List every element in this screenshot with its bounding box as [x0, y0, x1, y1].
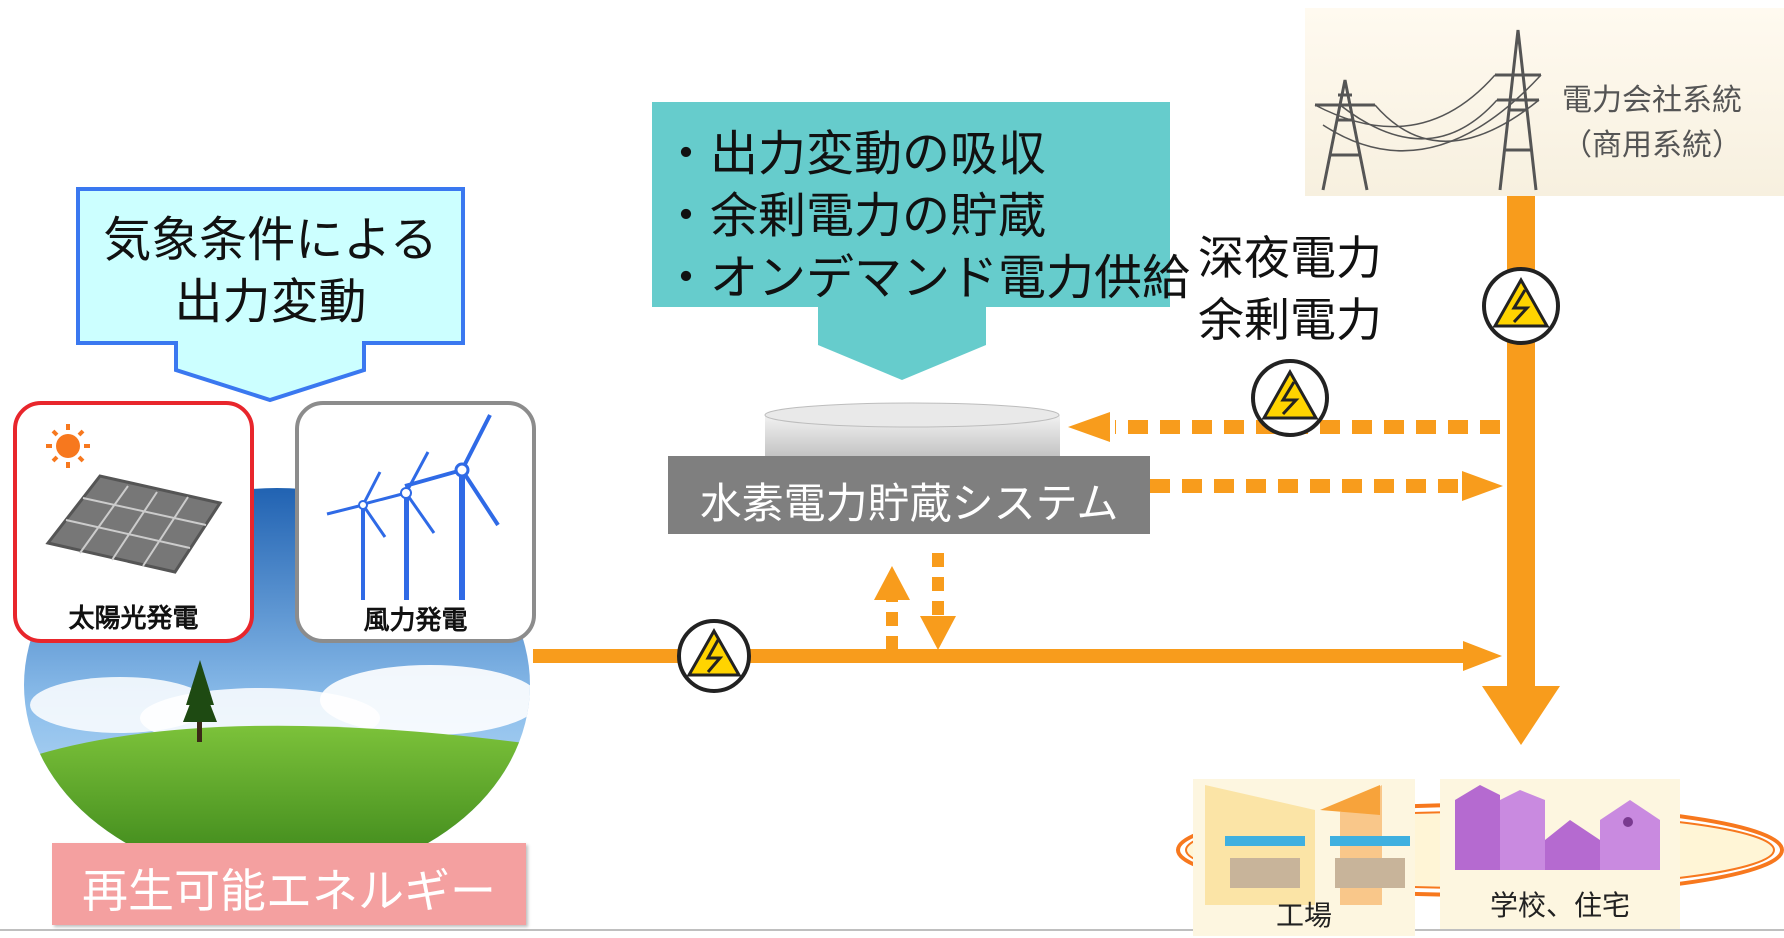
- electricity-warning-icon-night: [1251, 359, 1329, 437]
- feature-absorb: ・出力変動の吸収: [662, 126, 1047, 182]
- electricity-warning-icon: [677, 619, 751, 693]
- night-power-line1: 深夜電力: [1198, 231, 1382, 285]
- grid-background: [1305, 8, 1784, 196]
- weather-text-line2: 出力変動: [174, 274, 367, 330]
- wind-label: 風力発電: [363, 606, 468, 636]
- power-tower-icon: [1314, 29, 1542, 191]
- storage-tank: [764, 402, 1060, 460]
- weather-text-line1: 気象条件による: [103, 212, 438, 268]
- solar-panel-icon: [45, 474, 223, 574]
- feature-store: ・余剰電力の貯蔵: [662, 188, 1047, 244]
- sun-icon: [46, 424, 90, 468]
- storage-system-bar: [668, 456, 1150, 534]
- features-box: [652, 102, 1170, 307]
- night-power-line2: 余剰電力: [1198, 293, 1382, 347]
- renewable-energy-label: 再生可能エネルギー: [52, 843, 526, 925]
- weather-callout: [76, 187, 465, 403]
- grid-label-line2: （商用系統）: [1562, 128, 1742, 163]
- school-house-icon: [1440, 779, 1680, 929]
- factory-icon: [1193, 779, 1415, 936]
- school-house-label: 学校、住宅: [1489, 889, 1630, 922]
- features-arrow: [818, 307, 986, 380]
- wind-box: [295, 401, 536, 643]
- solar-label: 太陽光発電: [68, 604, 199, 634]
- renewable-energy-text: 再生可能エネルギー: [82, 864, 496, 918]
- electricity-warning-icon-grid: [1482, 267, 1560, 345]
- storage-system-label: 水素電力貯蔵システム: [699, 479, 1119, 528]
- wind-turbine-icon: [326, 414, 500, 600]
- feature-ondemand: ・オンデマンド電力供給: [662, 250, 1191, 306]
- grid-label-line1: 電力会社系統: [1562, 83, 1742, 118]
- factory-label: 工場: [1275, 899, 1332, 932]
